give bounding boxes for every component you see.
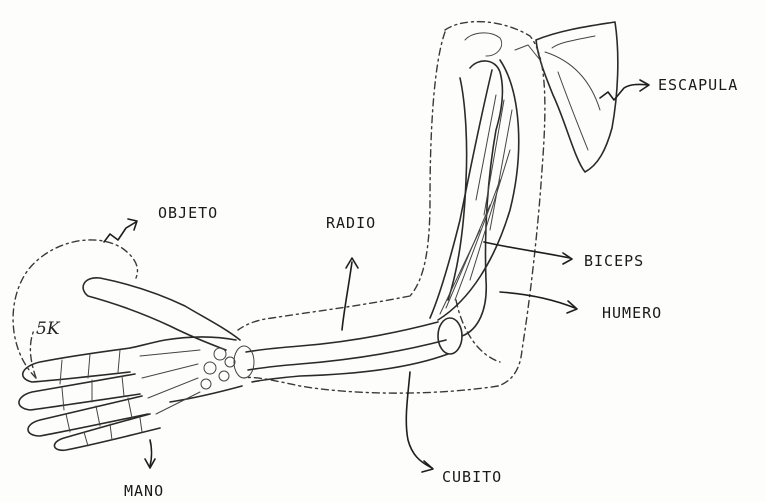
scapula-drawing: [536, 22, 618, 172]
biceps-muscle: [430, 45, 540, 320]
label-escapula: ESCAPULA: [658, 76, 738, 94]
hand-drawing: [19, 278, 242, 450]
label-cubito: CUBITO: [442, 468, 502, 486]
forearm-bones: [234, 318, 462, 382]
label-arrows: [104, 80, 649, 472]
label-mano: MANO: [124, 482, 164, 500]
arm-outline: [238, 22, 545, 393]
label-objeto: OBJETO: [158, 204, 218, 222]
object-weight: [13, 240, 137, 378]
label-humero: HUMERO: [602, 304, 662, 322]
weight-note: 5K: [36, 319, 61, 339]
humerus-bone: [448, 33, 503, 336]
label-radio: RADIO: [326, 214, 376, 232]
label-biceps: BICEPS: [584, 252, 644, 270]
